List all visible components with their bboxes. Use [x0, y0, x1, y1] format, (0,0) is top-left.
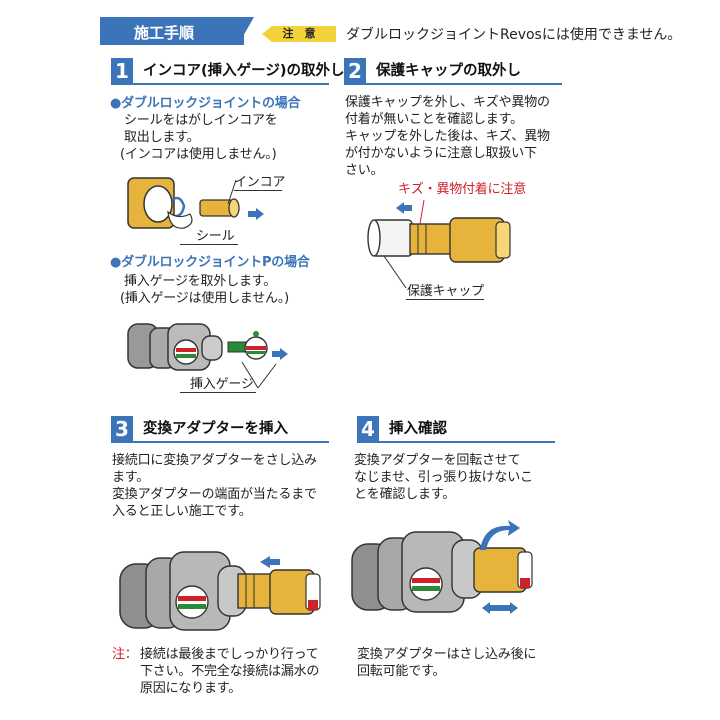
- step-2-line-2: 付着が無いことを確認します。: [345, 112, 523, 127]
- arrow-left-icon: [396, 202, 412, 214]
- step-1-sub2-line-2: (挿入ゲージは使用しません。): [120, 291, 289, 306]
- label-seal-underline: [180, 244, 238, 245]
- step-3-line-4: 入ると正しい施工です。: [112, 504, 252, 519]
- step-4-title: 挿入確認: [389, 421, 447, 437]
- step-2-line-3: キャップを外した後は、キズ、異物: [345, 129, 550, 144]
- step-2-line-1: 保護キャップを外し、キズや異物の: [345, 95, 550, 110]
- step-1-underline: [111, 83, 329, 85]
- step-3-title: 変換アダプターを挿入: [143, 421, 288, 437]
- step-2-title: 保護キャップの取外し: [376, 63, 521, 79]
- step-3-line-3: 変換アダプターの端面が当たるまで: [112, 487, 317, 502]
- step-3-underline: [111, 441, 329, 443]
- label-seal: シール: [196, 229, 235, 244]
- label-gauge: 挿入ゲージ: [190, 377, 254, 392]
- adapter-rotate-illustration: [351, 531, 533, 613]
- label-cap-underline: [406, 299, 484, 300]
- header-band: [100, 17, 244, 45]
- adapter-insert-illustration: [119, 551, 321, 631]
- step-4-number: 4: [357, 416, 379, 442]
- step-3-note-line-2: 下さい。不完全な接続は漏水の: [140, 664, 320, 679]
- arrow-right-icon: [272, 348, 288, 360]
- step-1-title: インコア(挿入ゲージ)の取外し: [143, 63, 345, 79]
- step-3-note-line-1: 接続は最後までしっかり行って: [140, 647, 319, 662]
- arrow-right-icon: [248, 208, 264, 220]
- double-arrow-icon: [482, 602, 518, 614]
- caution-tag: 注 意: [262, 26, 336, 42]
- step-2-line-5: さい。: [345, 163, 384, 178]
- step-3-note-line-3: 原因になります。: [140, 681, 242, 696]
- step-1-number: 1: [111, 58, 133, 84]
- step-1-sub2-heading: ●ダブルロックジョイントPの場合: [110, 255, 310, 270]
- step-1-sub1-line-3: (インコアは使用しません。): [120, 147, 277, 162]
- step-3-number: 3: [111, 416, 133, 442]
- page-title: 施工手順: [134, 24, 195, 42]
- step-2-number: 2: [344, 58, 366, 84]
- gauge-illustration: [127, 323, 268, 371]
- label-cap: 保護キャップ: [407, 284, 484, 299]
- step-1-sub1-heading: ●ダブルロックジョイントの場合: [110, 96, 301, 111]
- step-1-sub1-line-1: シールをはがしインコアを: [124, 113, 278, 128]
- arrow-left-icon: [260, 556, 280, 568]
- label-incore-underline: [234, 190, 282, 191]
- incore-leader-line: [227, 179, 237, 205]
- step-3-line-1: 接続口に変換アダプターをさし込み: [112, 453, 317, 468]
- step-2-underline: [344, 83, 562, 85]
- label-warning: キズ・異物付着に注意: [398, 182, 527, 197]
- step-4-line-2: なじませ、引っ張り抜けないこ: [354, 470, 533, 485]
- step-1-sub1-line-2: 取出します。: [124, 130, 200, 145]
- step-4-bottom-line-1: 変換アダプターはさし込み後に: [357, 647, 537, 662]
- step-1-sub2-line-1: 挿入ゲージを取外します。: [124, 274, 277, 289]
- caution-text: ダブルロックジョイントRevosには使用できません。: [346, 27, 682, 43]
- incore-illustration: [127, 177, 240, 229]
- step-4-line-1: 変換アダプターを回転させて: [354, 453, 521, 468]
- label-gauge-underline: [180, 392, 256, 393]
- step-4-bottom-line-2: 回転可能です。: [357, 664, 446, 679]
- step-3-line-2: ます。: [112, 470, 150, 485]
- header-notch: [238, 17, 254, 45]
- step-3-note-label: 注：: [112, 647, 138, 662]
- gauge-leader-line: [241, 361, 277, 389]
- rotate-arrow-icon: [480, 520, 520, 550]
- step-4-line-3: とを確認します。: [354, 487, 456, 502]
- step-4-underline: [357, 441, 555, 443]
- step-2-line-4: が付かないように注意し取扱い下: [345, 146, 537, 161]
- label-incore: インコア: [234, 175, 286, 190]
- cap-illustration: [367, 199, 511, 289]
